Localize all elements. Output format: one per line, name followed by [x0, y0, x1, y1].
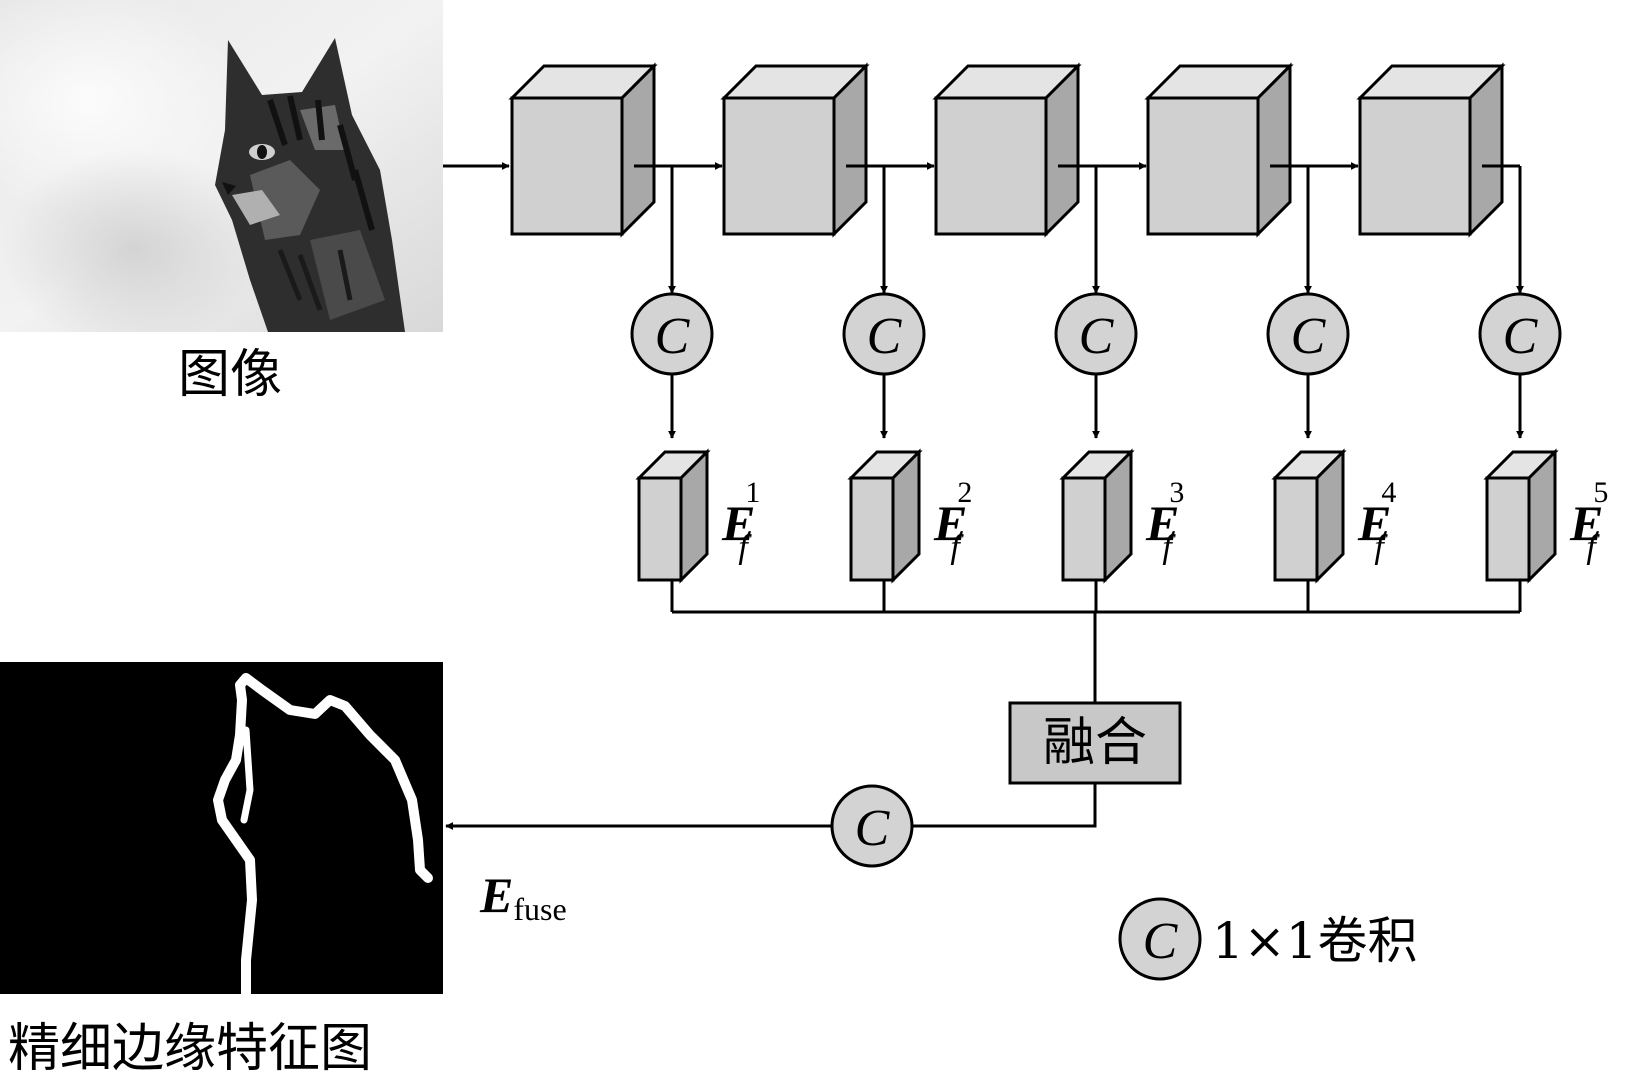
side-conv-3: C	[1054, 292, 1138, 376]
side-output-sup-3: 3	[1169, 476, 1184, 509]
backbone-block-4	[1144, 62, 1294, 238]
fuse-output-sub: fuse	[513, 891, 566, 927]
fuse-conv-circle	[830, 784, 914, 868]
side-output-base-3: E	[1145, 495, 1179, 551]
side-conv-symbol-1: C	[655, 308, 691, 365]
backbone-block-5	[1356, 62, 1506, 238]
side-output-sup-1: 1	[745, 476, 760, 509]
side-output-sup-4: 4	[1381, 476, 1396, 509]
side-output-base-1: E	[721, 495, 755, 551]
side-feature-maps	[635, 448, 1559, 584]
backbone-block-3	[932, 62, 1082, 238]
feature-map-5	[1483, 448, 1559, 584]
legend-conv-circle	[1118, 897, 1202, 981]
side-conv-symbol-3: C	[1079, 308, 1115, 365]
side-output-base-4: E	[1357, 495, 1391, 551]
feature-map-1	[635, 448, 711, 584]
side-conv-2: C	[842, 292, 926, 376]
side-conv-4: C	[1266, 292, 1350, 376]
output-image-caption: 精细边缘特征图	[8, 1019, 372, 1079]
side-conv-symbol-5: C	[1503, 308, 1539, 365]
side-output-base-5: E	[1569, 495, 1603, 551]
feature-map-4	[1271, 448, 1347, 584]
side-conv-symbol-2: C	[867, 308, 903, 365]
fuse-conv-symbol: C	[855, 800, 891, 857]
side-conv-symbol-4: C	[1291, 308, 1327, 365]
legend-text: 1×1卷积	[1212, 912, 1418, 970]
fuse-output-base: E	[479, 867, 513, 923]
backbone-block-2	[720, 62, 870, 238]
side-output-base-2: E	[933, 495, 967, 551]
fuse-output-label: Efuse	[479, 867, 567, 927]
side-output-sup-2: 2	[957, 476, 972, 509]
feature-map-3	[1059, 448, 1135, 584]
feature-map-2	[847, 448, 923, 584]
input-image-caption: 图像	[178, 345, 282, 405]
side-output-sup-5: 5	[1593, 476, 1608, 509]
backbone-block-1	[508, 62, 658, 238]
side-conv-5: C	[1478, 292, 1562, 376]
output-edge-map	[0, 662, 443, 1005]
fusion-label: 融合	[1043, 713, 1147, 773]
connection-lines	[445, 162, 1524, 830]
side-conv-1: C	[630, 292, 714, 376]
backbone-blocks	[508, 62, 1506, 238]
legend-conv-symbol: C	[1143, 913, 1179, 970]
input-cat-image	[0, 0, 443, 332]
fusion-to-conv-line	[912, 783, 1097, 828]
fusion-box	[1008, 701, 1182, 785]
